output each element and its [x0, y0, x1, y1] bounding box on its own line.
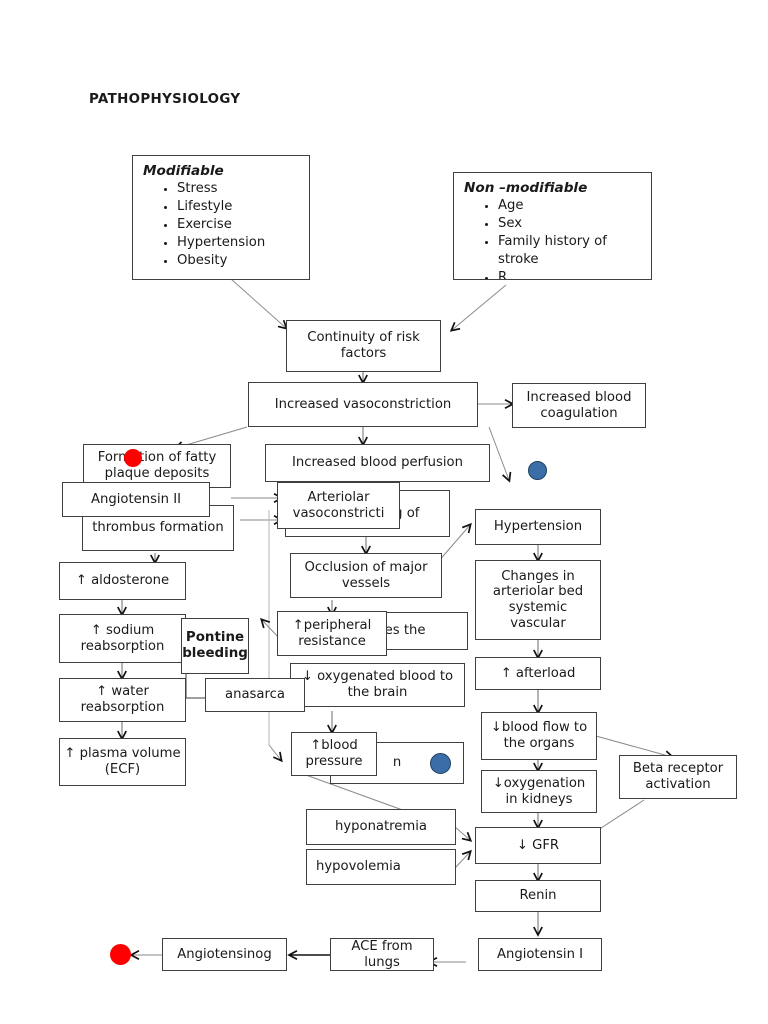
blue-marker-blood-pressure [430, 753, 451, 774]
node-arteriolar-vasoconstriction: Arteriolar vasoconstricti [277, 482, 400, 529]
risk-box-heading: Non –modifiable [464, 180, 588, 196]
node-increased-sodium-reabsorption: ↑ sodium reabsorption [59, 614, 186, 663]
list-item: Obesity [177, 252, 303, 270]
node-angiotensin-ii: Angiotensin II [62, 482, 210, 517]
risk-box-list: Stress Lifestyle Exercise Hypertension O… [143, 180, 303, 270]
node-hypertension: Hypertension [475, 509, 601, 545]
node-increased-water-reabsorption: ↑ water reabsorption [59, 678, 186, 722]
page-title: PATHOPHYSIOLOGY [89, 92, 241, 107]
red-marker-angiotensinogen [110, 944, 131, 965]
node-increased-peripheral-resistance: ↑peripheral resistance [277, 611, 387, 656]
node-occlusion-of-major-vessels: Occlusion of major vessels [290, 553, 442, 598]
list-item: Exercise [177, 216, 303, 234]
risk-box-non-modifiable: Non –modifiable Age Sex Family history o… [453, 172, 652, 280]
node-anasarca: anasarca [205, 678, 305, 712]
list-item: Family history of stroke [498, 233, 645, 269]
node-hypovolemia: hypovolemia [306, 849, 456, 885]
risk-box-heading: Modifiable [143, 163, 224, 179]
blue-marker-hypertension [528, 461, 547, 480]
risk-box-list: Age Sex Family history of stroke R [464, 197, 645, 279]
node-increased-aldosterone: ↑ aldosterone [59, 562, 186, 600]
node-continuity-of-risk-factors: Continuity of risk factors [286, 320, 441, 372]
node-changes-in-arteriolar-bed: Changes in arteriolar bed systemic vascu… [475, 560, 601, 640]
node-angiotensin-i: Angiotensin I [478, 938, 602, 971]
node-increased-blood-pressure: ↑blood pressure [291, 732, 377, 776]
node-decreased-gfr: ↓ GFR [475, 827, 601, 864]
node-increased-blood-coagulation: Increased blood coagulation [512, 383, 646, 428]
node-ace-from-lungs: ACE from lungs [330, 938, 434, 971]
node-increased-plasma-volume: ↑ plasma volume (ECF) [59, 738, 186, 786]
list-item: Stress [177, 180, 303, 198]
list-item: Hypertension [177, 234, 303, 252]
red-marker-plaque [124, 449, 142, 467]
list-item: R [498, 269, 645, 279]
node-increased-vasoconstriction: Increased vasoconstriction [248, 382, 478, 427]
node-decreased-oxygenated-blood-to-brain: ↓ oxygenated blood to the brain [290, 663, 465, 707]
node-increased-blood-perfusion: Increased blood perfusion [265, 444, 490, 482]
node-pontine-bleeding: Pontine bleeding [181, 618, 249, 674]
node-decreased-blood-flow-to-organs: ↓blood flow to the organs [481, 712, 597, 760]
risk-box-modifiable: Modifiable Stress Lifestyle Exercise Hyp… [132, 155, 310, 280]
list-item: Sex [498, 215, 645, 233]
node-hyponatremia: hyponatremia [306, 809, 456, 845]
node-decreased-oxygenation-in-kidneys: ↓oxygenation in kidneys [481, 770, 597, 813]
node-increased-afterload: ↑ afterload [475, 657, 601, 690]
list-item: Lifestyle [177, 198, 303, 216]
node-angiotensinogen: Angiotensinog [162, 938, 287, 971]
list-item: Age [498, 197, 645, 215]
node-renin: Renin [475, 880, 601, 912]
node-beta-receptor-activation: Beta receptor activation [619, 755, 737, 799]
